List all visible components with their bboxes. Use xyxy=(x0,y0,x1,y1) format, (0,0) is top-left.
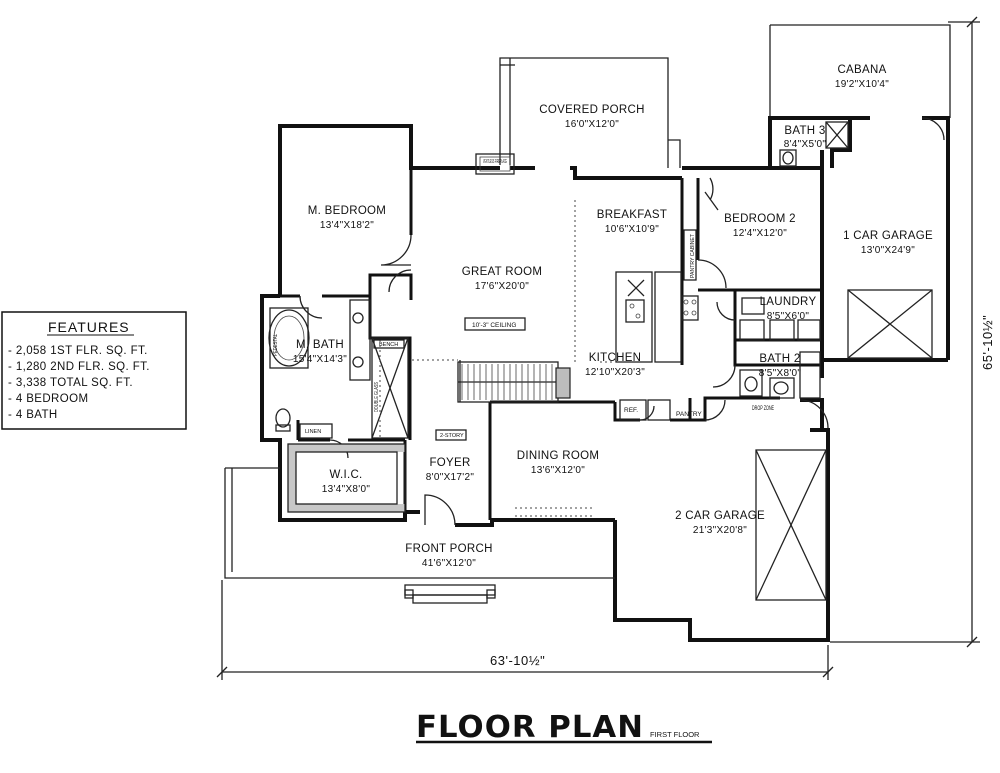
laundry-bath-fixtures xyxy=(739,297,821,399)
pantry-label: PANTRY xyxy=(676,411,702,418)
feature-item: - 4 BEDROOM xyxy=(8,393,88,405)
bath3-fixtures xyxy=(779,121,849,167)
small-annotations: 10'-3" CEILING 2-STORY BENCH LINEN REF. … xyxy=(273,233,774,441)
staircase xyxy=(457,360,571,403)
room-size-laundry: 8'5"X6'0" xyxy=(767,311,810,322)
room-name-dining: DINING ROOM xyxy=(517,450,600,462)
room-name-garage1: 1 CAR GARAGE xyxy=(843,230,933,242)
room-name-cabana: CABANA xyxy=(837,64,886,76)
room-size-wic: 13'4"X8'0" xyxy=(322,484,371,495)
exterior-walls xyxy=(260,116,950,642)
room-size-bedroom2: 12'4"X12'0" xyxy=(733,228,787,239)
room-size-m-bath: 15'4"X14'3" xyxy=(293,354,347,365)
room-size-kitchen: 12'10"X20'3" xyxy=(585,367,645,378)
room-name-bath3: BATH 3 xyxy=(784,125,825,137)
ceiling-note: 10'-3" CEILING xyxy=(472,322,516,329)
linen-label: LINEN xyxy=(305,429,321,435)
room-name-covered-porch: COVERED PORCH xyxy=(539,104,645,116)
width-dimension: 63'-10½" xyxy=(490,653,545,668)
fireplace-label: VENTLESS FIREPLACE xyxy=(483,159,507,165)
room-size-dining: 13'6"X12'0" xyxy=(531,465,585,476)
room-size-foyer: 8'0"X17'2" xyxy=(426,472,475,483)
double-glass-label: DOUBLE GLASS xyxy=(374,382,380,412)
feature-item: - 4 BATH xyxy=(8,409,58,421)
room-size-bath2: 8'5"X8'0" xyxy=(759,368,802,379)
features-box: FEATURES - 2,058 1ST FLR. SQ. FT. - 1,28… xyxy=(1,311,187,430)
ref-label: REF. xyxy=(624,407,638,414)
room-name-garage2: 2 CAR GARAGE xyxy=(675,510,765,522)
master-bath-fixtures xyxy=(268,299,409,439)
room-name-great-room: GREAT ROOM xyxy=(462,266,543,278)
pedestal-label: PEDESTAL xyxy=(273,334,279,356)
pantry-cabinet-label: PANTRY CABINET xyxy=(690,233,696,278)
feature-item: - 3,338 TOTAL SQ. FT. xyxy=(8,377,133,389)
room-labels: CABANA 19'2"X10'4" COVERED PORCH 16'0"X1… xyxy=(293,64,933,569)
room-name-foyer: FOYER xyxy=(429,457,470,469)
room-name-kitchen: KITCHEN xyxy=(589,352,642,364)
room-name-m-bedroom: M. BEDROOM xyxy=(308,205,386,217)
room-size-front-porch: 41'6"X12'0" xyxy=(422,558,476,569)
depth-dimension: 65'-10½" xyxy=(980,315,995,370)
room-name-breakfast: BREAKFAST xyxy=(597,209,667,221)
dashed-lines xyxy=(379,200,615,517)
room-size-bath3: 8'4"X5'0" xyxy=(784,139,827,150)
feature-item: - 1,280 2ND FLR. SQ. FT. xyxy=(8,361,150,373)
room-size-garage2: 21'3"X20'8" xyxy=(693,525,747,536)
room-name-bath2: BATH 2 xyxy=(759,353,800,365)
room-name-wic: W.I.C. xyxy=(329,469,362,481)
walk-in-closet xyxy=(287,443,406,513)
room-name-bedroom2: BEDROOM 2 xyxy=(724,213,796,225)
room-name-m-bath: M. BATH xyxy=(296,339,344,351)
two-story-note: 2-STORY xyxy=(440,433,464,439)
feature-item: - 2,058 1ST FLR. SQ. FT. xyxy=(8,345,148,357)
room-name-front-porch: FRONT PORCH xyxy=(405,543,492,555)
dimension-lines xyxy=(216,16,980,680)
title-sub: FIRST FLOOR xyxy=(650,730,700,739)
room-size-m-bedroom: 13'4"X18'2" xyxy=(320,220,374,231)
room-size-covered-porch: 16'0"X12'0" xyxy=(565,119,619,130)
drawing-title: FLOOR PLAN FIRST FLOOR xyxy=(416,710,712,745)
front-porch xyxy=(224,467,615,604)
covered-porch xyxy=(499,57,681,168)
garage-doors xyxy=(755,289,933,601)
title-main: FLOOR PLAN xyxy=(416,710,644,745)
kitchen-fixtures xyxy=(615,229,699,421)
room-size-breakfast: 10'6"X10'9" xyxy=(605,224,659,235)
fireplace: VENTLESS FIREPLACE xyxy=(475,153,515,175)
drop-zone-label: DROP ZONE xyxy=(752,406,774,412)
room-size-garage1: 13'0"X24'9" xyxy=(861,245,915,256)
features-title: FEATURES xyxy=(48,319,130,335)
room-size-great-room: 17'6"X20'0" xyxy=(475,281,529,292)
bench-label: BENCH xyxy=(379,342,398,348)
room-name-laundry: LAUNDRY xyxy=(760,296,817,308)
room-size-cabana: 19'2"X10'4" xyxy=(835,79,889,90)
